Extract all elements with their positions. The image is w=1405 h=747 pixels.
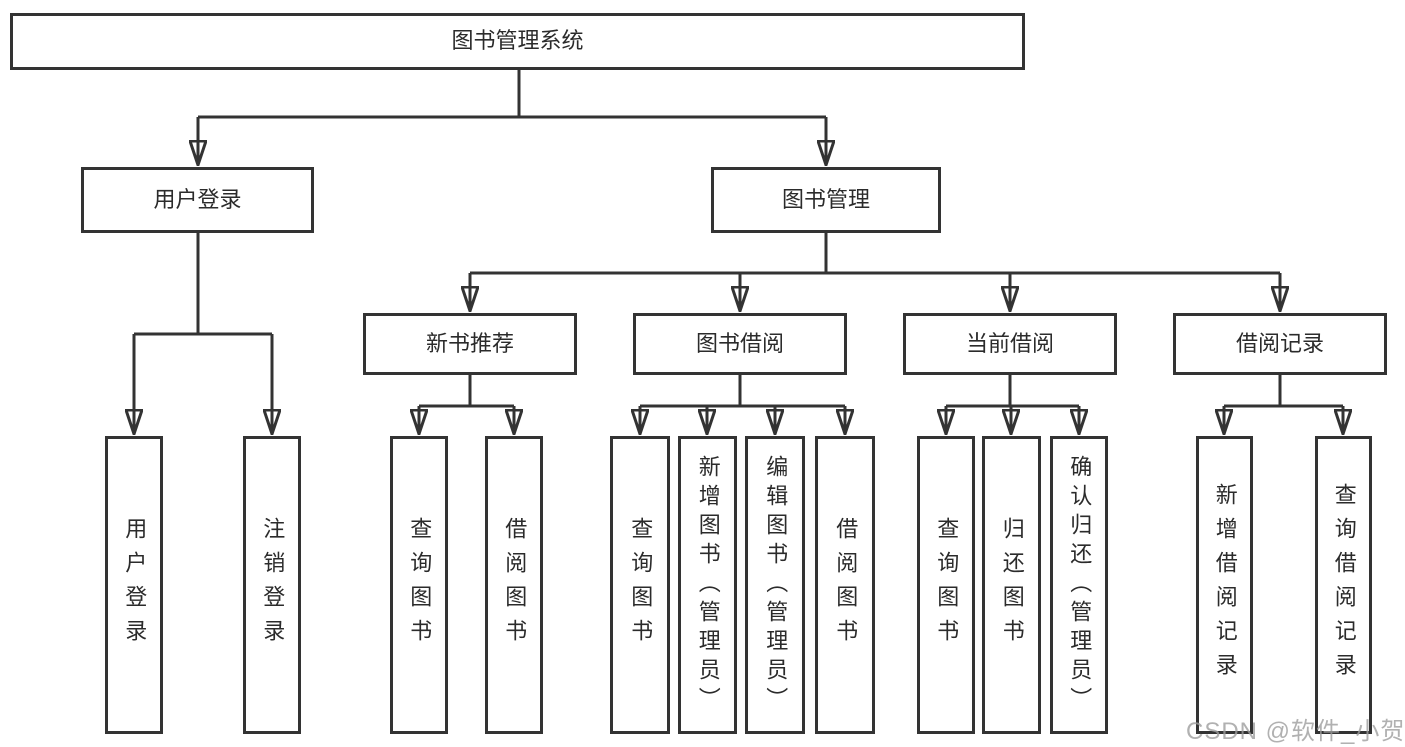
leaf-query-books-recommend: 查询图书 [390,436,448,734]
node-library-system: 图书管理系统 [10,13,1025,70]
node-current-borrowing: 当前借阅 [903,313,1117,375]
node-user-login: 用户登录 [81,167,314,233]
leaf-borrow-books-recommend: 借阅图书 [485,436,543,734]
watermark: CSDN @软件_小贺同学 [1186,718,1405,745]
node-book-management: 图书管理 [711,167,941,233]
leaf-query-books-current: 查询图书 [917,436,975,734]
leaf-borrow-books-borrowing: 借阅图书 [815,436,875,734]
leaf-edit-books-admin: 编辑图书（管理员） [745,436,805,734]
leaf-return-books: 归还图书 [982,436,1041,734]
leaf-query-books-borrowing: 查询图书 [610,436,670,734]
node-new-book-recommendation: 新书推荐 [363,313,577,375]
leaf-confirm-return-admin: 确认归还（管理员） [1050,436,1108,734]
leaf-add-books-admin: 新增图书（管理员） [678,436,737,734]
leaf-add-borrow-record: 新增借阅记录 [1196,436,1253,734]
node-borrowing-records: 借阅记录 [1173,313,1387,375]
leaf-user-login: 用户登录 [105,436,163,734]
node-book-borrowing: 图书借阅 [633,313,847,375]
leaf-logout: 注销登录 [243,436,301,734]
leaf-query-borrow-record: 查询借阅记录 [1315,436,1372,734]
